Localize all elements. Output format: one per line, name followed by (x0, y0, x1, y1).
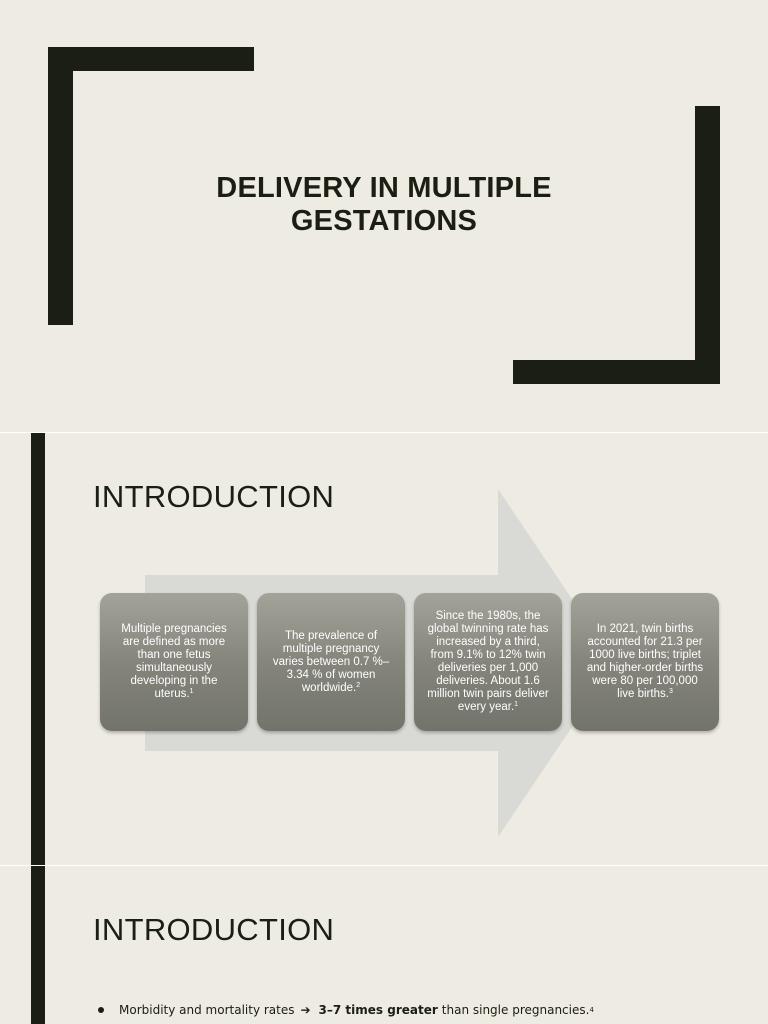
process-card-2: The prevalence of multiple pregnancy var… (257, 593, 405, 731)
slide-heading: INTRODUCTION (93, 479, 335, 514)
bullet-emphasis: 3–7 times greater (318, 1003, 438, 1017)
slide-title: DELIVERY IN MULTIPLE GESTATIONS (150, 172, 618, 238)
frame-top-left-vertical (48, 47, 73, 325)
slide-title-line-2: GESTATIONS (290, 205, 478, 237)
process-card-4: In 2021, twin births accounted for 21.3 … (571, 593, 719, 731)
process-card-3: Since the 1980s, the global twinning rat… (414, 593, 562, 731)
process-card-1: Multiple pregnancies are defined as more… (100, 593, 248, 731)
frame-top-left-horizontal (48, 47, 254, 71)
left-accent-bar (31, 433, 45, 865)
arrow-icon: ➔ (300, 1003, 311, 1017)
frame-bottom-right-vertical (695, 106, 720, 384)
slide-heading: INTRODUCTION (93, 912, 335, 947)
process-card-3-text: Since the 1980s, the global twinning rat… (427, 610, 549, 713)
process-card-2-text: The prevalence of multiple pregnancy var… (272, 629, 390, 694)
bullet-item: Morbidity and mortality rates ➔ 3–7 time… (98, 1003, 594, 1017)
frame-bottom-right-horizontal (513, 360, 720, 384)
introduction-slide: INTRODUCTION Multiple pregnancies are de… (0, 433, 768, 865)
process-card-2-ref: 2 (356, 681, 361, 689)
process-card-1-text: Multiple pregnancies are defined as more… (121, 623, 227, 700)
process-card-4-text: In 2021, twin births accounted for 21.3 … (586, 623, 704, 700)
process-card-3-ref: 1 (514, 701, 519, 708)
title-slide: DELIVERY IN MULTIPLE GESTATIONS (0, 0, 768, 432)
left-accent-bar (31, 866, 45, 1024)
process-card-4-ref: 3 (668, 688, 673, 695)
introduction-bullets-slide: INTRODUCTION Morbidity and mortality rat… (0, 866, 768, 1024)
slide-title-line-1: DELIVERY IN MULTIPLE (216, 172, 552, 204)
bullet-dot (98, 1007, 104, 1013)
bullet-tail-text: than single pregnancies. (441, 1003, 590, 1017)
bullet-lead-text: Morbidity and mortality rates (119, 1003, 295, 1017)
process-card-1-ref: 1 (189, 688, 194, 695)
